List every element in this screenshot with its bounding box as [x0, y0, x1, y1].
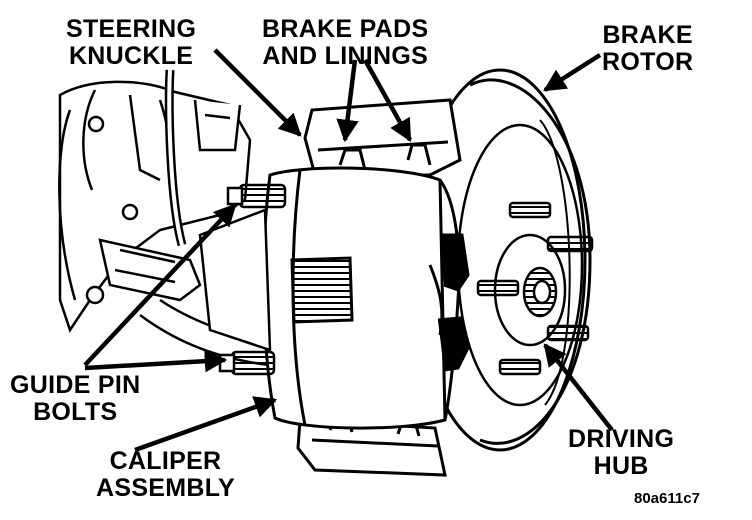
arrow-driving-hub	[543, 343, 614, 432]
label-guide-pin-bolts: GUIDE PIN BOLTS	[10, 372, 141, 426]
label-line: DRIVING	[568, 425, 675, 453]
label-line: BOLTS	[33, 398, 118, 426]
label-line: GUIDE PIN	[10, 371, 141, 399]
arrow-guide-pin-upper	[83, 203, 237, 367]
label-line: ASSEMBLY	[96, 474, 236, 502]
guide-pin-bolt-lower	[218, 350, 276, 376]
arrow-brake-pads-right	[363, 58, 412, 142]
label-line: KNUCKLE	[68, 42, 194, 70]
leader-lines	[83, 48, 614, 453]
label-line: CALIPER	[109, 447, 222, 475]
label-line: ROTOR	[602, 48, 694, 76]
arrow-guide-pin-lower	[84, 349, 228, 373]
brake-pad-top	[303, 98, 462, 177]
label-line: HUB	[593, 452, 649, 480]
hub-stud	[546, 324, 590, 342]
label-caliper-assembly: CALIPER ASSEMBLY	[96, 448, 235, 502]
label-line: AND LININGS	[262, 42, 429, 70]
arrow-caliper	[134, 396, 278, 453]
caliper-body	[262, 166, 470, 430]
hub-stud	[508, 201, 552, 219]
figure-code: 80a611c7	[634, 490, 700, 507]
label-line: STEERING	[66, 15, 197, 43]
label-line: BRAKE	[602, 21, 693, 49]
arrow-brake-rotor	[543, 53, 602, 92]
arrow-brake-pads-left	[336, 59, 359, 143]
hub-stud	[498, 358, 542, 376]
label-line: BRAKE PADS	[262, 15, 429, 43]
label-brake-pads: BRAKE PADS AND LININGS	[262, 16, 428, 70]
label-steering-knuckle: STEERING KNUCKLE	[66, 16, 196, 70]
hub-stud	[546, 235, 594, 253]
caliper-mount	[198, 208, 272, 352]
driving-hub-shape	[476, 201, 594, 376]
guide-pin-bolt-upper	[226, 183, 287, 209]
arrow-steering-knuckle	[213, 48, 302, 137]
label-brake-rotor: BRAKE ROTOR	[602, 22, 693, 76]
steering-knuckle-shape	[58, 69, 271, 367]
hub-stud	[476, 279, 520, 297]
label-driving-hub: DRIVING HUB	[568, 426, 674, 480]
